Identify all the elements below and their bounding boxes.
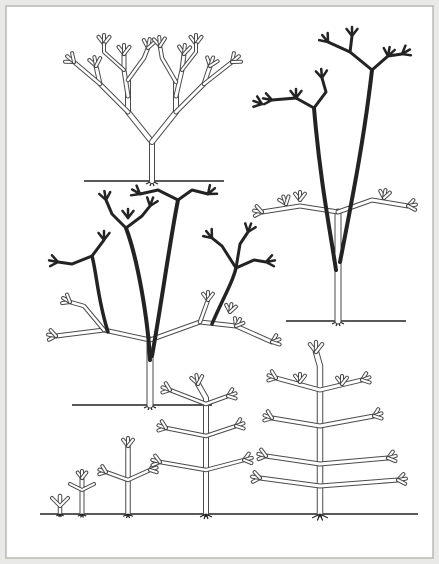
dark-twig-5-2 bbox=[402, 54, 411, 55]
dark-branch-r3 bbox=[350, 36, 352, 52]
